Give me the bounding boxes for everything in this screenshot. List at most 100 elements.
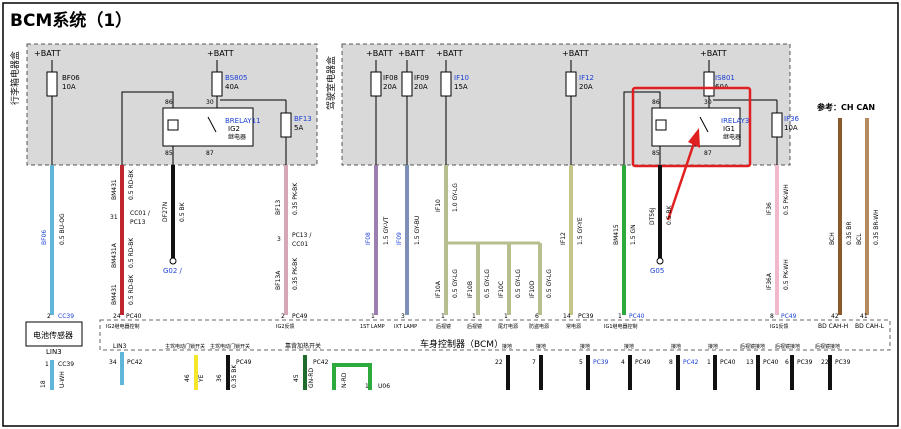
- wire-spec: 0.5 GY-LG: [546, 269, 553, 298]
- conn-label: 接地: [580, 343, 590, 350]
- sensor-conn: CC39: [58, 361, 74, 368]
- sensor-pin: 18: [40, 380, 47, 388]
- wire-spec: 0.5 BK: [179, 201, 186, 222]
- right-fuse-box: [341, 43, 791, 166]
- conn-pin: 7: [532, 359, 536, 366]
- conn-id: PC42: [127, 359, 143, 366]
- relay-pin: 85: [652, 150, 660, 157]
- fuse-id: IF09: [414, 74, 429, 82]
- relay-type: 继电器: [228, 133, 246, 141]
- conn-id: PC49: [635, 359, 651, 366]
- wire-spec: 0.5 RD-BK: [128, 237, 135, 268]
- wire-spec: 0.35 PK-BK: [292, 182, 299, 215]
- batt-label: +BATT: [700, 49, 727, 58]
- conn-pin: 1: [707, 359, 711, 366]
- sensor-connector: LIN3: [46, 348, 62, 356]
- left-box-label: 行李箱电器盒: [9, 51, 21, 105]
- batt-labels: +BATT +BATT +BATT +BATT +BATT +BATT +BAT…: [34, 49, 727, 58]
- conn-pin: 22: [821, 359, 829, 366]
- wire-spec: 1.5 GN: [630, 224, 637, 245]
- conn-id: PC40: [720, 359, 736, 366]
- conn-pin: 34: [109, 359, 117, 366]
- wire-circuit: BCL: [856, 233, 863, 245]
- conn-pin: 1: [365, 383, 369, 390]
- conn-pin: 13: [746, 359, 754, 366]
- wire-circuit: IF36: [766, 202, 773, 215]
- relay-pin: 87: [704, 150, 712, 157]
- fuse-rating: 10A: [784, 124, 798, 132]
- bottom-labels: LIN3 34 PC42 主驾电动门锁开关 46 YE 主驾电动门锁开关 36 …: [40, 342, 851, 390]
- relay-name: IG2: [228, 125, 240, 133]
- conn-spec: N-RD: [341, 372, 348, 388]
- conn-pin: 4: [621, 359, 625, 366]
- battery-sensor: [25, 321, 83, 347]
- wire-circuit: IF10C: [498, 281, 505, 298]
- wire-spec: 1.0 GY-LG: [452, 183, 459, 212]
- conn-label: 接地: [624, 343, 634, 350]
- wire-spec: 0.5 RD-BK: [128, 274, 135, 305]
- wire-spec: 0.5 GY-LG: [452, 269, 459, 298]
- fuse-id: IF36: [784, 115, 800, 123]
- bcm-conn: PC49: [292, 313, 308, 320]
- fuse-if10: IF10 15A: [440, 60, 469, 165]
- wire-circuit: IF09: [396, 232, 403, 245]
- fuse-if09: IF09 20A: [401, 60, 429, 165]
- conn-spec: YE: [198, 374, 205, 383]
- fuse-if08: IF08 20A: [370, 60, 398, 165]
- fuse-if12: IF12 20A: [565, 60, 594, 165]
- conn-label: 接地: [536, 343, 546, 350]
- batt-label: +BATT: [398, 49, 425, 58]
- connector-id: PC13: [130, 219, 146, 226]
- wire-spec: 1.5 GY-YE: [577, 217, 584, 245]
- fuse-id: IS801: [715, 74, 735, 82]
- arrow-head: [688, 128, 700, 148]
- wire-circuit: BCH: [829, 232, 836, 245]
- highlight-annotation: [631, 86, 752, 221]
- wire-circuit: DT56J: [649, 207, 656, 225]
- wire-circuit: IF10B: [467, 281, 474, 298]
- connector-id: CC01 /: [130, 210, 151, 217]
- connector-id: PC13 /: [292, 232, 312, 239]
- bcm-func: 尾灯电源: [498, 323, 518, 330]
- conn-pin: 6: [785, 359, 789, 366]
- bcm-pin: 1: [371, 313, 375, 320]
- fuse-id: BF06: [62, 74, 80, 82]
- conn-label: LIN3: [113, 343, 127, 350]
- bcm-pin: 1: [441, 313, 445, 320]
- wire-circuit: BF06: [41, 230, 48, 245]
- wire-labels: BF06 0.5 BU-OG BM431 0.5 RD-BK BM431A 0.…: [41, 169, 880, 305]
- bcm-func: IG1反馈: [770, 323, 789, 330]
- wire-spec: 0.5 PK-WH: [783, 184, 790, 215]
- bcm-func: 后视镜: [436, 323, 451, 330]
- conn-id: PC39: [593, 359, 609, 366]
- wire-circuit: IF10: [435, 199, 442, 212]
- bcm-func: IG2继电器控制: [106, 323, 140, 330]
- wire-spec: 0.5 GY-LG: [515, 269, 522, 298]
- sensor-pin: 1: [45, 361, 49, 368]
- highlight-arrow: [666, 139, 697, 221]
- wire-circuit: BM431A: [111, 242, 118, 268]
- relay-pin: 85: [165, 150, 173, 157]
- bcm-conn: CC39: [58, 313, 74, 320]
- ground-g05: G05: [650, 257, 664, 275]
- bcm-conn: PC40: [126, 313, 142, 320]
- fuse-rating: 15A: [454, 83, 468, 91]
- conn-label: 后视镜接地: [815, 343, 840, 350]
- bottom-wires: [50, 352, 832, 390]
- wire-spec: 1.5 GY-VT: [383, 216, 390, 245]
- fuse-rating: 20A: [579, 83, 593, 91]
- wire-spec: 0.5 RD-BK: [128, 169, 135, 200]
- bcm-pin: 3: [401, 313, 405, 320]
- fuse-if36: IF36 10A: [713, 99, 800, 165]
- bcm-func: IXT LAMP: [394, 324, 417, 330]
- conn-pin: 5: [579, 359, 583, 366]
- bcm-module: [99, 319, 891, 351]
- wire-circuit: IF08: [365, 232, 372, 245]
- conn-label: 主驾电动门锁开关: [210, 343, 250, 350]
- conn-label: 后视镜接地: [740, 343, 765, 350]
- highlight-box: [631, 86, 752, 168]
- conn-label: 接地: [502, 343, 512, 350]
- wire-circuit: IF10D: [529, 280, 536, 298]
